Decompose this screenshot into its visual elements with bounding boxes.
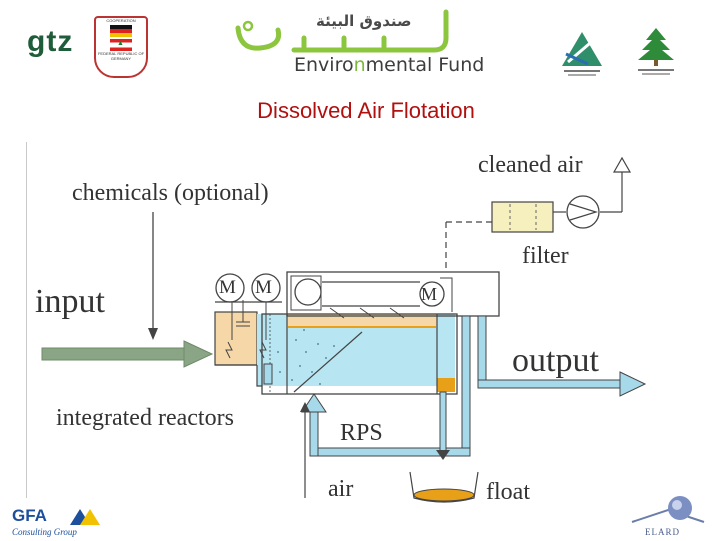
chemicals-line — [148, 212, 158, 340]
input-arrow — [41, 340, 214, 368]
label-integrated-reactors: integrated reactors — [56, 405, 234, 431]
exhaust-line — [445, 156, 632, 270]
output-pipe — [477, 315, 647, 397]
recycle-pipe — [263, 315, 471, 457]
lebanese-flag-icon — [110, 39, 132, 51]
label-motor-1: M — [219, 277, 236, 298]
label-filter: filter — [522, 243, 569, 269]
cooperation-badge: COOPERATION FEDERAL REPUBLIC OF GERMANY — [94, 16, 148, 78]
fund-name-part1: Enviro — [294, 54, 354, 76]
gfa-logo-subtitle: Consulting Group — [12, 527, 77, 537]
label-output: output — [512, 342, 599, 379]
cooperation-badge-line1: COOPERATION — [106, 18, 136, 23]
fan-icon — [566, 195, 600, 229]
ministry-logo-icon — [562, 32, 602, 76]
label-input: input — [35, 283, 105, 320]
fund-name-arabic: صندوق البيئة — [316, 12, 412, 30]
mixer-paddle-1 — [225, 341, 233, 359]
elard-logo-icon — [631, 496, 705, 523]
gfa-logo-text: GFA — [12, 506, 47, 525]
cedar-logo-icon — [638, 28, 674, 75]
skimmer-motor — [419, 281, 445, 307]
label-motor-3: M — [421, 284, 438, 304]
gtz-logo: gtz — [27, 25, 74, 58]
fund-name-part2: mental Fund — [365, 54, 485, 76]
environmental-fund-calligraphy-icon — [235, 9, 449, 53]
float-container — [409, 471, 479, 503]
label-chemicals: chemicals (optional) — [72, 180, 269, 206]
skimmer-assembly — [286, 271, 500, 319]
fund-name-highlight: n — [353, 54, 366, 76]
filter-unit — [491, 201, 554, 233]
label-cleaned-air: cleaned air — [478, 152, 583, 178]
air-line — [300, 402, 310, 498]
float-pipe — [436, 391, 450, 460]
label-float: float — [486, 479, 530, 505]
float-hopper — [437, 378, 455, 392]
fund-name-latin: Environmental Fund — [294, 54, 484, 76]
page-title: Dissolved Air Flotation — [257, 98, 475, 123]
elard-logo-text: ELARD — [645, 527, 680, 537]
left-divider — [26, 142, 27, 498]
mixer-paddle-2 — [259, 341, 267, 359]
flotation-tank — [214, 300, 458, 395]
label-rps: RPS — [340, 420, 383, 446]
float-layer — [287, 314, 437, 326]
cooperation-badge-line2: FEDERAL REPUBLIC OF GERMANY — [97, 51, 145, 61]
label-air: air — [328, 476, 354, 502]
label-motor-2: M — [255, 277, 272, 298]
german-flag-icon — [110, 25, 132, 37]
reactor-chamber — [214, 311, 258, 366]
gfa-logo-icon — [70, 509, 100, 525]
